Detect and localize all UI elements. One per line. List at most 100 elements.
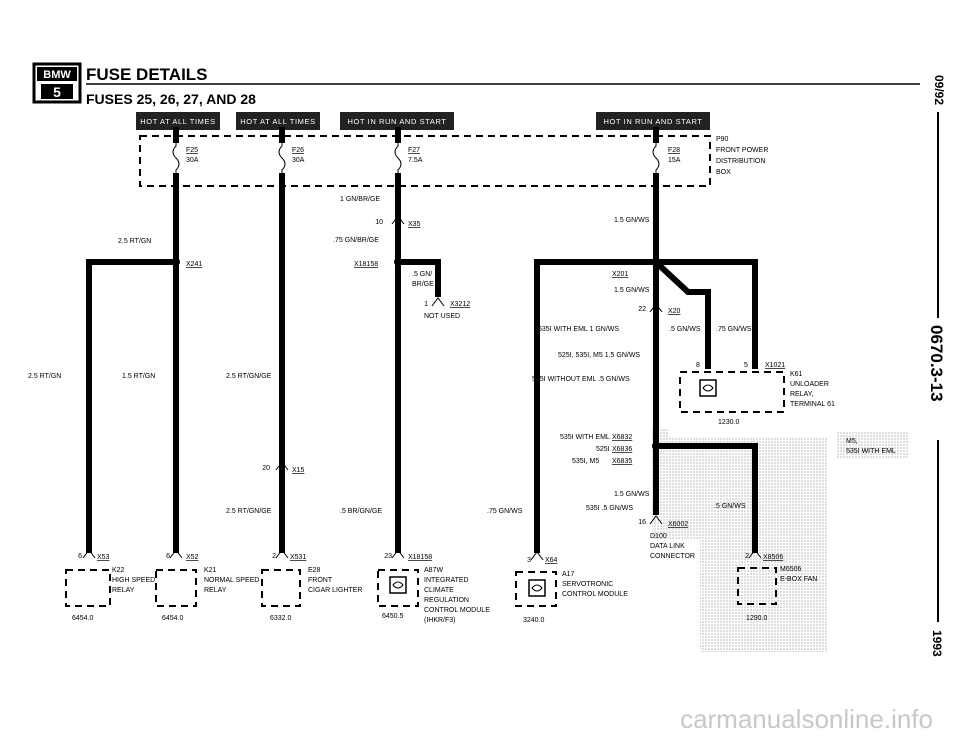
a87w-pin: 23 [384, 553, 392, 560]
m6506-chevron [748, 549, 762, 559]
splice-x6836 [652, 442, 660, 450]
a87w-line-1: INTEGRATED [424, 577, 469, 584]
k22-line-1: HIGH SPEED [112, 577, 155, 584]
k22-code: K22 [112, 567, 125, 574]
component-k22: 6 X53 K22 HIGH SPEED RELAY 6454.0 [65, 549, 155, 622]
label-x35: X35 [408, 221, 421, 228]
wire-x6836-m5 [653, 443, 758, 553]
a17-line-2: CONTROL MODULE [562, 591, 628, 598]
k61-module-icon [699, 379, 717, 397]
e28-box [261, 569, 301, 607]
fuse-f25-amp: 30A [186, 157, 199, 164]
k22-box [65, 569, 111, 607]
label-x6835-desc: 535I, M5 [572, 458, 599, 465]
label-75gnws-r: .75 GN/WS [716, 326, 752, 333]
shaded-note-box [836, 432, 908, 458]
k21-chevron [169, 549, 183, 559]
banner-4: HOT IN RUN AND START [596, 112, 710, 130]
label-x6832: X6832 [612, 434, 632, 441]
label-x1021-pin5: 5 [744, 362, 748, 369]
bmw-logo: BMW 5 [32, 62, 82, 104]
a17-line-1: SERVOTRONIC [562, 581, 613, 588]
p90-label-4: BOX [716, 169, 731, 176]
p90-label-2: FRONT POWER [716, 147, 768, 154]
label-5gn: .5 GN/ [412, 271, 432, 278]
label-x6835: X6835 [612, 458, 632, 465]
side-code: 0670.3-13 [927, 325, 946, 402]
e28-conn: X531 [290, 554, 306, 561]
label-x20-pin: 22 [638, 306, 646, 313]
m6506-box [737, 567, 777, 605]
label-535-5gnws: 535I .5 GN/WS [586, 505, 633, 512]
k61-label-2: UNLOADER [790, 381, 829, 388]
label-75gnbrge: .75 GN/BR/GE [333, 237, 379, 244]
e28-code: E28 [308, 567, 321, 574]
k21-box [155, 569, 197, 607]
label-gnbrge: 1 GN/BR/GE [340, 196, 380, 203]
k61-label-1: K61 [790, 371, 803, 378]
k61-label-4: TERMINAL 61 [790, 401, 835, 408]
banner-3-text: HOT IN RUN AND START [347, 117, 446, 126]
wire-x20 [655, 261, 711, 369]
banner-2-text: HOT AT ALL TIMES [240, 117, 315, 126]
a17-pin: 3 [527, 557, 531, 564]
e28-line-1: FRONT [308, 577, 333, 584]
a87w-chevron [391, 549, 405, 559]
k21-line-2: RELAY [204, 587, 227, 594]
a87w-line-2: CLIMATE [424, 587, 454, 594]
splice-x18158 [394, 258, 402, 266]
m6506-conn: X8506 [763, 554, 783, 561]
k22-line-2: RELAY [112, 587, 135, 594]
a17-ref: 3240.0 [523, 617, 545, 624]
page-subtitle: FUSES 25, 26, 27, AND 28 [86, 91, 256, 107]
wire-x241-branch [86, 259, 179, 553]
label-x6832-desc: 535I WITH EML [560, 434, 610, 441]
fuse-f25-id: F25 [186, 147, 198, 154]
fuse-f26-amp: 30A [292, 157, 305, 164]
label-x35-pin: 10 [375, 219, 383, 226]
k61-ref: 1230.0 [718, 419, 740, 426]
fuse-f28-amp: 15A [668, 157, 681, 164]
label-x6836: X6836 [612, 446, 632, 453]
label-not-used: NOT USED [424, 313, 460, 320]
k21-pin: 6 [166, 553, 170, 560]
d100-label-2: DATA LINK [650, 543, 685, 550]
label-25rtgnge-a: 2.5 RT/GN/GE [226, 373, 272, 380]
label-15gnws-top: 1.5 GN/WS [614, 217, 650, 224]
m6506-ref: 1290.0 [746, 615, 768, 622]
banner-3: HOT IN RUN AND START [340, 112, 454, 130]
label-535-no-eml: 535I WITHOUT EML .5 GN/WS [532, 376, 630, 383]
a87w-line-3: REGULATION [424, 597, 469, 604]
e28-line-2: CIGAR LIGHTER [308, 587, 362, 594]
label-15gnws-b: 1.5 GN/WS [614, 287, 650, 294]
page-title: FUSE DETAILS [86, 65, 208, 84]
label-x18158-top: X18158 [354, 261, 378, 268]
e28-ref: 6332.0 [270, 615, 292, 622]
splice-x241 [172, 258, 180, 266]
watermark: carmanualsonline.info [680, 704, 933, 734]
k22-chevron [82, 549, 96, 559]
component-a87w: 23 X18158 A87W INTEGRATED CLIMATE REGULA… [377, 549, 490, 624]
label-x201: X201 [612, 271, 628, 278]
a87w-module-icon [389, 576, 407, 594]
a87w-code: A87W [424, 567, 443, 574]
k22-pin: 6 [78, 553, 82, 560]
connector-x3212-chevron [431, 297, 445, 307]
banner-1: HOT AT ALL TIMES [136, 112, 220, 130]
a87w-box [377, 569, 419, 607]
m5-note-2: 535I WITH EML [846, 448, 896, 455]
label-5brgnge: .5 BR/GN/GE [340, 508, 382, 515]
banner-1-text: HOT AT ALL TIMES [140, 117, 215, 126]
m5-note-1: M5, [846, 438, 858, 445]
fuse-f27-id: F27 [408, 147, 420, 154]
p90-label-1: P90 [716, 136, 729, 143]
connector-x15-chevron [275, 461, 289, 471]
side-strip: 09/92 0670.3-13 1993 [927, 75, 946, 657]
m6506-line-1: E-BOX FAN [780, 576, 817, 583]
d100-label-1: D100 [650, 533, 667, 540]
label-x3212-pin: 1 [424, 301, 428, 308]
label-x1021-pin8: 8 [696, 362, 700, 369]
a17-conn: X64 [545, 557, 558, 564]
label-x20: X20 [668, 308, 681, 315]
